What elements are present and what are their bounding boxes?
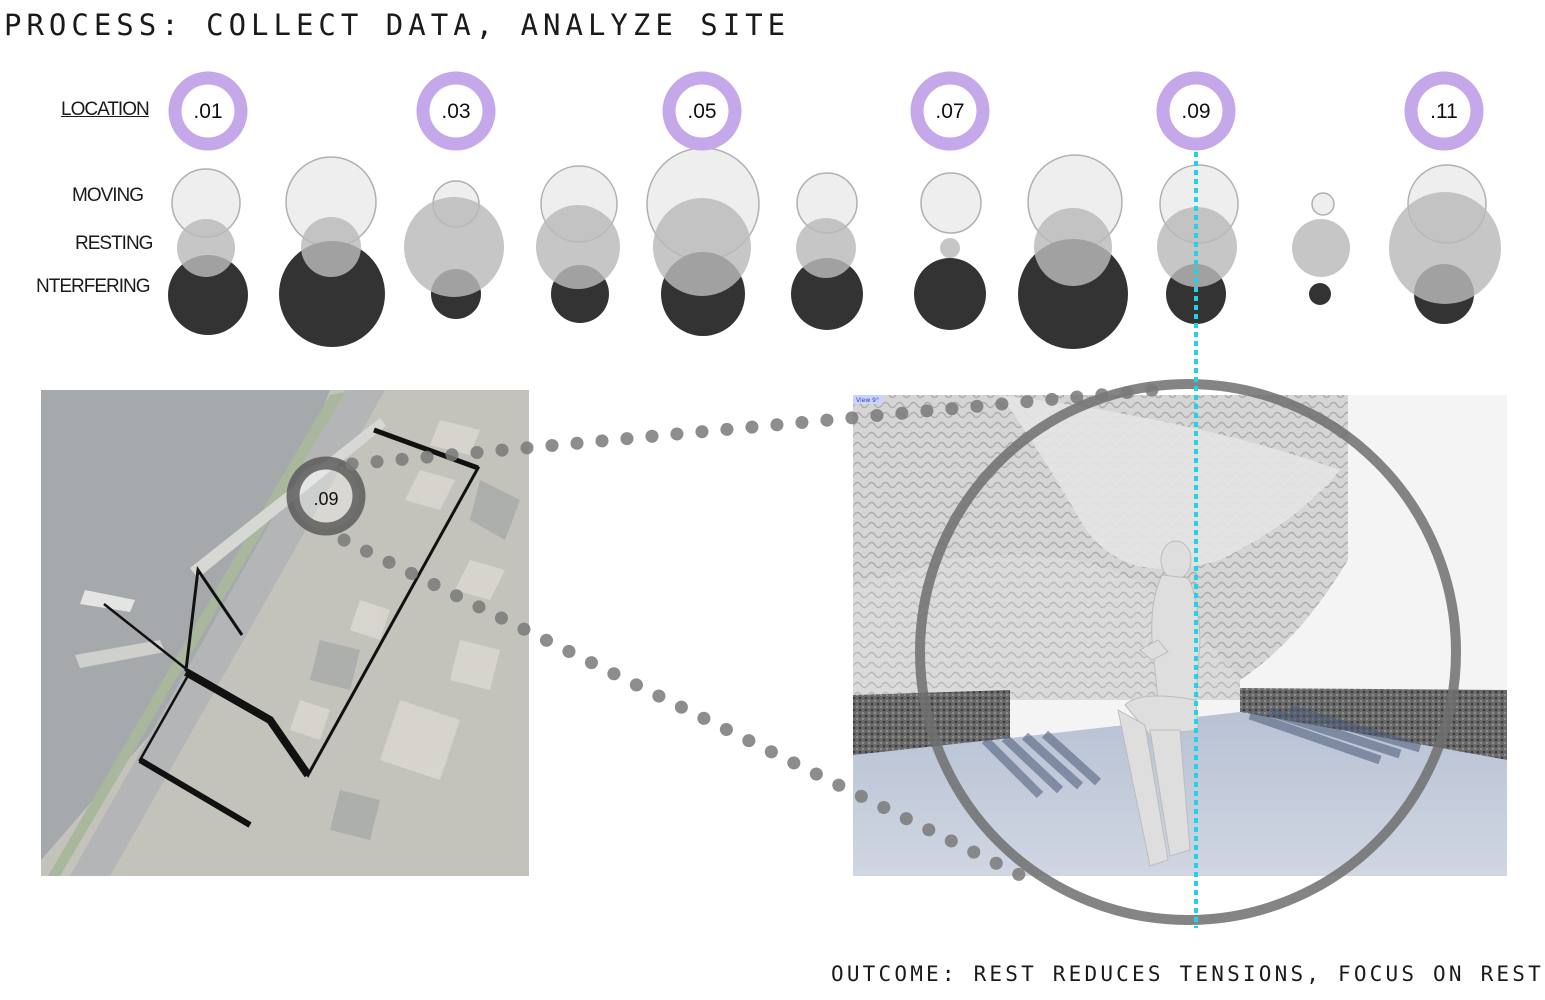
row-label-interfering: NTERFERING (36, 276, 150, 297)
resting-bubble-11 (1389, 192, 1501, 304)
interfering-bubble-2 (279, 241, 385, 347)
moving-bubble-7 (920, 172, 982, 234)
interfering-bubble-6 (791, 258, 863, 330)
resting-bubble-5 (653, 198, 751, 296)
resting-bubble-6 (796, 218, 856, 278)
location-label-3: .03 (441, 100, 470, 123)
map-marker-ring (286, 456, 366, 536)
map-marker-label: .09 (313, 489, 338, 509)
resting-bubble-1 (177, 219, 235, 277)
interfering-bubble-7 (914, 258, 986, 330)
bubble-grid: .01 .03 .05 .07 .09 .11 (168, 71, 1501, 349)
location-ring-9 (1156, 71, 1236, 151)
location-label-11: .11 (1430, 100, 1458, 123)
row-label-location: LOCATION (61, 99, 150, 120)
location-ring-7 (910, 71, 990, 151)
page-title: PROCESS: COLLECT DATA, ANALYZE SITE (4, 8, 791, 42)
seated-figure (1117, 540, 1201, 867)
resting-bubble-10 (1292, 219, 1350, 277)
resting-bubble-7 (940, 238, 960, 258)
location-label-5: .05 (687, 100, 716, 123)
location-ring-11 (1404, 71, 1484, 151)
location-ring-5 (662, 71, 742, 151)
resting-bubble-2 (301, 217, 361, 277)
focus-ring (915, 379, 1461, 925)
outcome-caption: OUTCOME: REST REDUCES TENSIONS, FOCUS ON… (831, 962, 1544, 986)
resting-bubble-8 (1034, 208, 1112, 286)
interfering-bubble-1 (168, 255, 248, 335)
location-ring-3 (416, 71, 496, 151)
row-label-moving: MOVING (72, 185, 144, 206)
resting-bubble-3 (404, 197, 504, 297)
interfering-bubble-10 (1309, 283, 1331, 305)
leader-line-lower (337, 533, 1029, 883)
row-label-resting: RESTING (75, 233, 153, 254)
resting-bubble-4 (536, 205, 620, 289)
location-label-7: .07 (935, 100, 964, 123)
viewport-tag: View 9° (856, 397, 879, 404)
location-label-9: .09 (1181, 100, 1210, 123)
moving-bubble-10 (1311, 192, 1335, 216)
location-label-1: .01 (193, 100, 222, 123)
location-ring-1 (168, 71, 248, 151)
site-map (41, 390, 529, 876)
